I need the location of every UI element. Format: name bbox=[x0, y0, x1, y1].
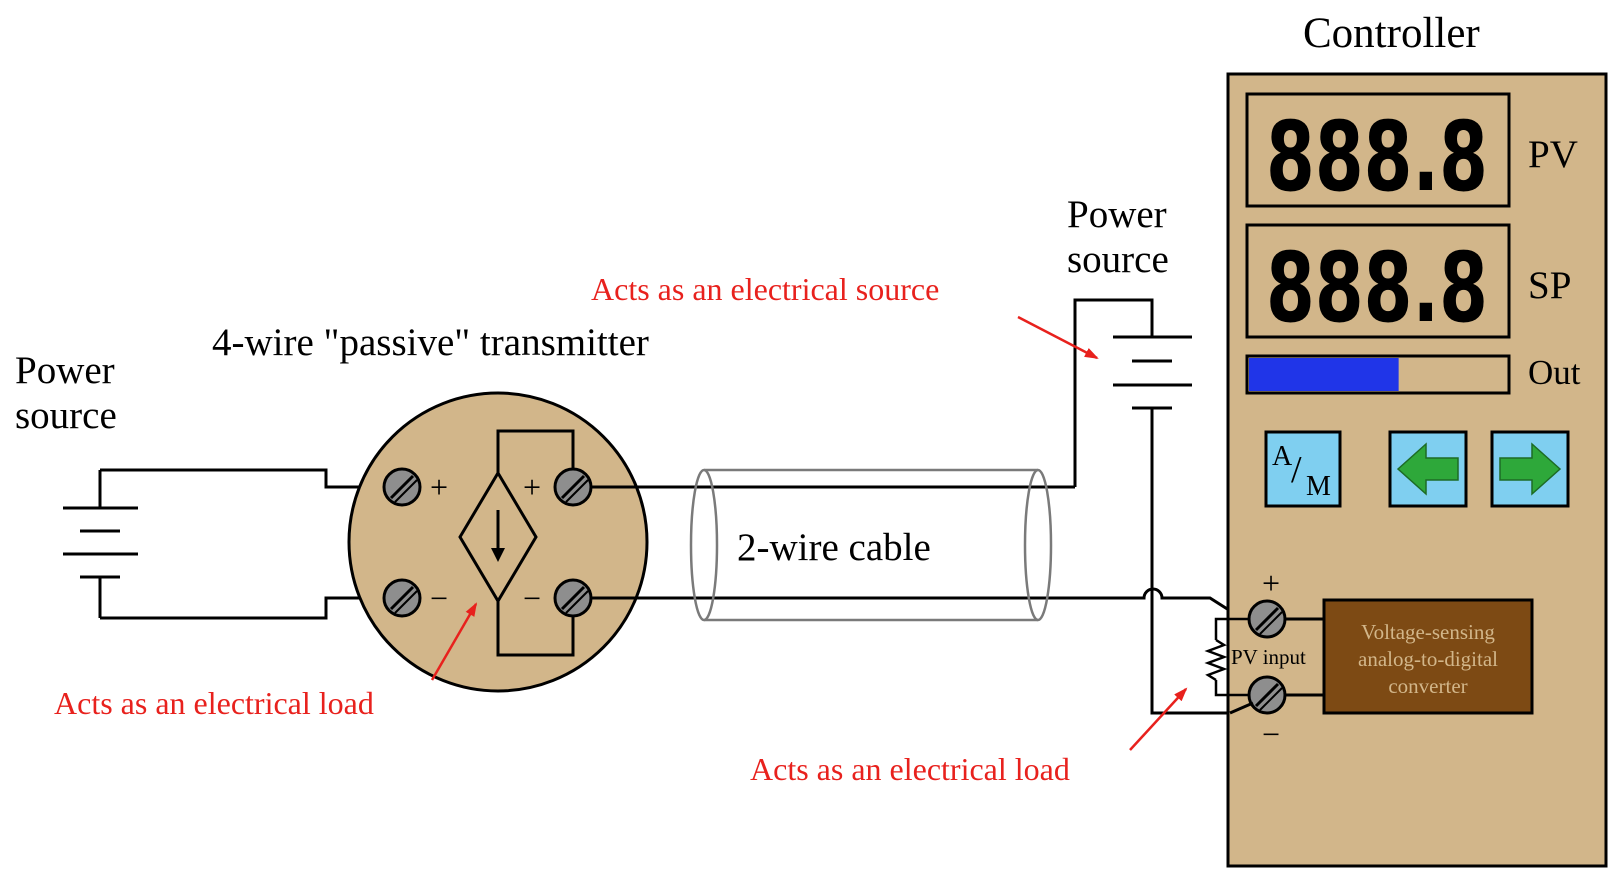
terminal-screw-icon bbox=[382, 578, 422, 618]
transmitter-left-plus: + bbox=[430, 469, 448, 505]
source-annotation: Acts as an electrical source bbox=[591, 271, 939, 307]
right-power-wire-return bbox=[1150, 408, 1230, 715]
transmitter-title: 4-wire "passive" transmitter bbox=[212, 321, 649, 364]
transmitter-internal-wire-top bbox=[496, 429, 575, 487]
transmitter-left-minus: − bbox=[430, 580, 448, 616]
out-bar-fill bbox=[1249, 358, 1399, 391]
adc-box bbox=[1322, 598, 1534, 715]
pv-display: 888.8 bbox=[1266, 101, 1488, 213]
adc-label-line1: Voltage-sensing bbox=[1361, 620, 1495, 644]
transmitter: 4-wire "passive" transmitter bbox=[212, 321, 649, 693]
am-button-a: A bbox=[1272, 441, 1293, 472]
pv-input-label: PV input bbox=[1231, 645, 1306, 669]
transmitter-load-arrow bbox=[430, 602, 478, 681]
left-power-wire-minus bbox=[100, 596, 395, 620]
sp-label: SP bbox=[1528, 264, 1571, 307]
right-arrow-icon bbox=[1499, 442, 1562, 496]
terminal-screw-icon bbox=[1247, 675, 1287, 715]
transmitter-right-minus: − bbox=[523, 580, 541, 616]
am-button-m: M bbox=[1306, 471, 1331, 502]
annotations: Acts as an electrical source Acts as an … bbox=[54, 271, 1188, 787]
controller-load-arrow bbox=[1129, 687, 1188, 751]
am-button-slash: / bbox=[1291, 449, 1302, 491]
return-wire-link bbox=[1229, 701, 1254, 715]
transmitter-load-annotation: Acts as an electrical load bbox=[54, 685, 374, 721]
two-wire-cable: 2-wire cable bbox=[591, 468, 1244, 622]
pv-input-minus: − bbox=[1262, 716, 1280, 752]
right-power-source: Power source bbox=[1067, 193, 1230, 715]
right-power-label-line1: Power bbox=[1067, 193, 1167, 236]
decrease-button[interactable] bbox=[1388, 430, 1468, 508]
increase-button[interactable] bbox=[1490, 430, 1570, 508]
sp-display-frame bbox=[1245, 223, 1511, 339]
current-source-icon bbox=[458, 470, 538, 604]
controller-load-annotation: Acts as an electrical load bbox=[750, 751, 1070, 787]
pv-display-frame bbox=[1245, 92, 1511, 208]
pv-input-plus: + bbox=[1262, 565, 1280, 601]
terminal-screw-icon bbox=[553, 578, 593, 618]
controller-title: Controller bbox=[1303, 10, 1480, 57]
adc-label-line3: converter bbox=[1388, 674, 1467, 698]
transmitter-right-plus: + bbox=[523, 469, 541, 505]
out-label: Out bbox=[1528, 353, 1581, 392]
cable-label: 2-wire cable bbox=[737, 526, 931, 569]
terminal-screw-icon bbox=[382, 467, 422, 507]
right-power-label-line2: source bbox=[1067, 238, 1169, 281]
source-annotation-arrow bbox=[1017, 315, 1099, 360]
left-power-label-line2: source bbox=[15, 394, 117, 437]
left-power-wire-plus bbox=[100, 468, 395, 489]
terminal-screw-icon bbox=[1247, 599, 1287, 639]
pv-label: PV bbox=[1528, 133, 1578, 176]
right-battery-icon bbox=[1113, 335, 1192, 410]
resistor-icon bbox=[1204, 617, 1249, 697]
controller: Controller 888.8 PV 888.8 SP Out A / M bbox=[1204, 10, 1608, 868]
terminal-screw-icon bbox=[553, 467, 593, 507]
left-battery-icon bbox=[63, 470, 138, 618]
adc-label-line2: analog-to-digital bbox=[1358, 647, 1498, 671]
auto-manual-button[interactable]: A / M bbox=[1264, 430, 1342, 508]
right-power-wire-top bbox=[1073, 298, 1154, 487]
transmitter-internal-wire-bottom bbox=[496, 598, 575, 657]
left-power-label-line1: Power bbox=[15, 349, 115, 392]
left-power-source: Power source bbox=[15, 349, 395, 620]
left-arrow-icon bbox=[1396, 442, 1459, 496]
sp-display: 888.8 bbox=[1266, 232, 1488, 344]
